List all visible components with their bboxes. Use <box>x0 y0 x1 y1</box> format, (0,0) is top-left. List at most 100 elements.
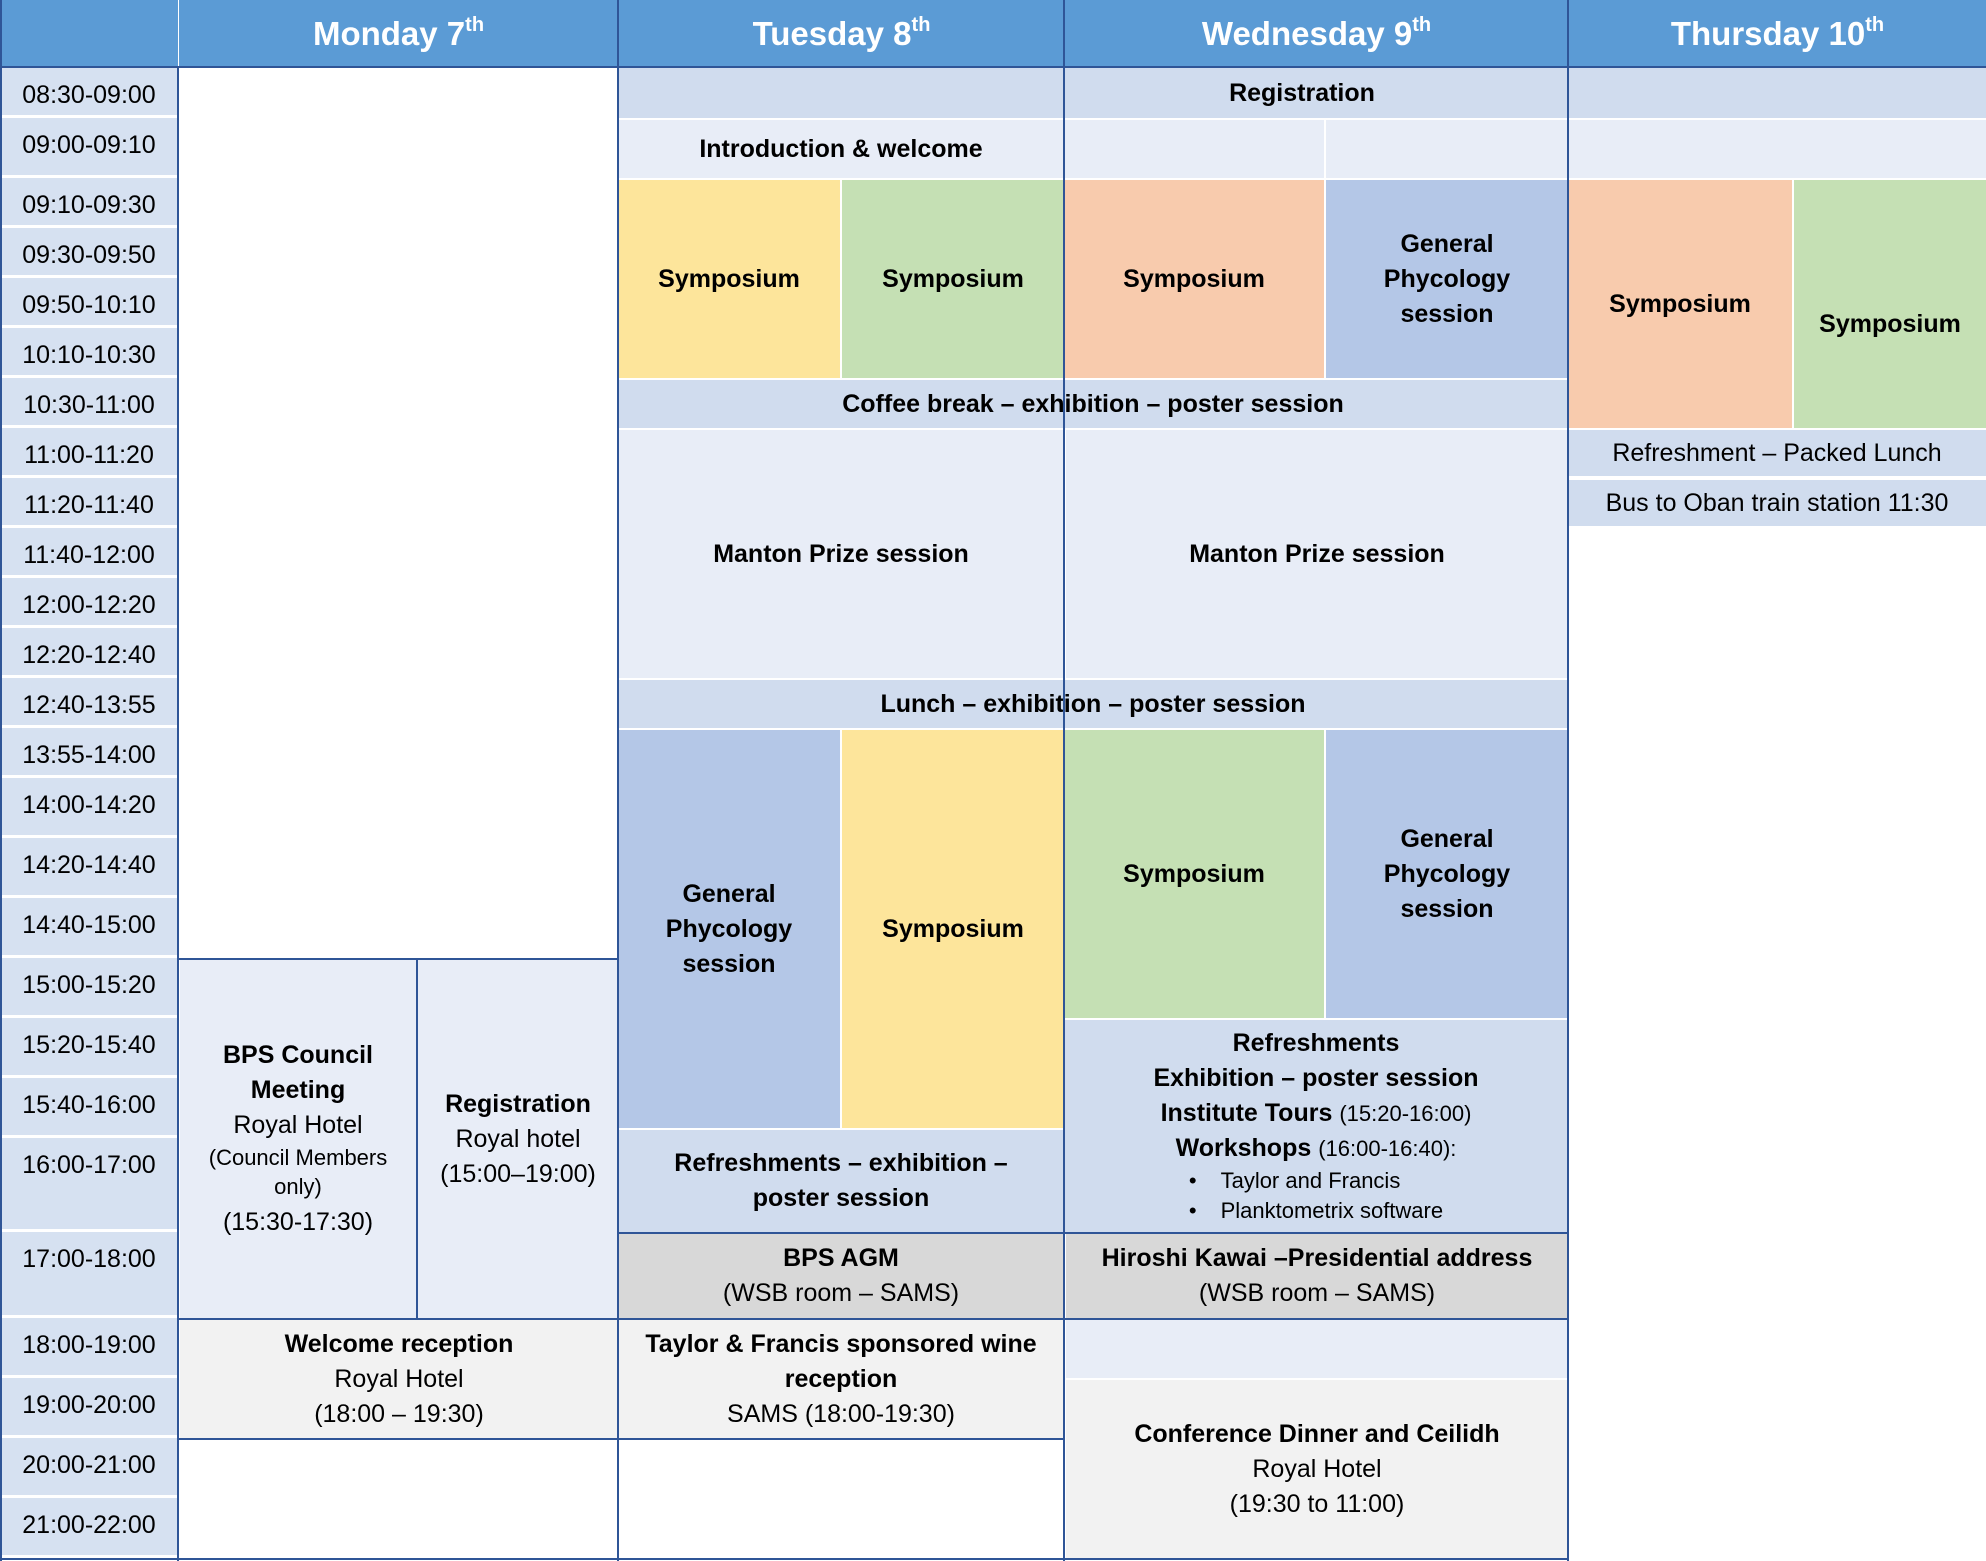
dinner-title: Conference Dinner and Ceilidh <box>1134 1419 1500 1448</box>
grid-line <box>0 0 2 1561</box>
introduction-welcome-label: Introduction & welcome <box>699 134 983 163</box>
cell-separator <box>840 180 842 378</box>
bus-block: Bus to Oban train station 11:30 <box>1568 480 1986 526</box>
time-label: 09:50-10:10 <box>22 291 156 319</box>
time-label: 14:20-14:40 <box>22 851 156 879</box>
grid-line <box>0 66 1986 68</box>
wine-venue: SAMS (18:00-19:30) <box>727 1399 955 1428</box>
welcome-title: Welcome reception <box>284 1329 514 1358</box>
workshops-time: (16:00-16:40): <box>1318 1136 1457 1161</box>
grid-line <box>618 1232 1568 1234</box>
general-phycology-label: General Phycology session <box>665 879 793 978</box>
time-slot: 19:00-20:00 <box>0 1378 178 1438</box>
time-slot: 09:30-09:50 <box>0 228 178 278</box>
bps-agm-block: BPS AGM (WSB room – SAMS) <box>618 1234 1064 1318</box>
time-slot: 11:40-12:00 <box>0 528 178 578</box>
workshop-item: Planktometrix software <box>1189 1196 1444 1226</box>
grid-line <box>178 1438 1064 1440</box>
header-monday-day: Monday 7 <box>312 14 466 52</box>
time-label: 15:40-16:00 <box>22 1091 156 1119</box>
header-wednesday-sup: th <box>1412 13 1432 36</box>
time-label: 10:10-10:30 <box>22 341 156 369</box>
workshop-list: Taylor and Francis Planktometrix softwar… <box>1189 1166 1444 1226</box>
time-label: 18:00-19:00 <box>22 1331 156 1359</box>
grid-line <box>178 958 618 960</box>
time-label: 21:00-22:00 <box>22 1511 156 1539</box>
header-wednesday: Wednesday 9th <box>1064 0 1568 66</box>
grid-line <box>1567 0 1569 1561</box>
presidential-address-block: Hiroshi Kawai –Presidential address (WSB… <box>1066 1234 1568 1318</box>
time-slot: 13:55-14:00 <box>0 728 178 778</box>
time-label: 12:20-12:40 <box>22 641 156 669</box>
time-slot: 09:50-10:10 <box>0 278 178 328</box>
grid-line <box>178 1318 1568 1320</box>
time-slot: 14:20-14:40 <box>0 838 178 898</box>
symposium-label: Symposium <box>1819 309 1961 338</box>
time-slot: 14:40-15:00 <box>0 898 178 958</box>
kawai-venue: (WSB room – SAMS) <box>1198 1279 1436 1307</box>
time-label: 11:00-11:20 <box>24 441 154 469</box>
time-slot: 14:00-14:20 <box>0 778 178 838</box>
empty-slot <box>1568 120 1986 178</box>
header-thursday: Thursday 10th <box>1568 0 1986 66</box>
symposium-label: Symposium <box>1609 289 1751 318</box>
header-thursday-day: Thursday 10 <box>1670 14 1866 52</box>
conference-dinner-block: Conference Dinner and Ceilidh Royal Hote… <box>1066 1380 1568 1558</box>
general-phycology-block: General Phycology session <box>618 730 840 1128</box>
general-phycology-block: General Phycology session <box>1326 180 1568 378</box>
bus-label: Bus to Oban train station 11:30 <box>1605 488 1949 517</box>
time-label: 16:00-17:00 <box>22 1151 156 1179</box>
empty-slot <box>1066 1320 1568 1378</box>
coffee-break-label: Coffee break – exhibition – poster sessi… <box>842 389 1344 418</box>
institute-tours-label: Institute Tours <box>1160 1099 1333 1127</box>
time-slot: 09:00-09:10 <box>0 118 178 178</box>
header-tuesday: Tuesday 8th <box>618 0 1064 66</box>
manton-prize-block: Manton Prize session <box>1066 430 1568 678</box>
cell-separator <box>1324 730 1326 1018</box>
corner-header <box>0 0 178 66</box>
council-note: (Council Members only) <box>208 1145 388 1199</box>
time-slot: 08:30-09:00 <box>0 68 178 118</box>
cell-separator <box>1324 120 1326 378</box>
grid-line <box>617 0 619 1561</box>
time-slot: 20:00-21:00 <box>0 1438 178 1498</box>
symposium-label: Symposium <box>882 914 1024 943</box>
manton-prize-block: Manton Prize session <box>618 430 1064 678</box>
time-slot: 12:00-12:20 <box>0 578 178 628</box>
header-monday-sup: th <box>465 13 485 36</box>
coffee-break-block: Coffee break – exhibition – poster sessi… <box>618 380 1568 428</box>
time-label: 19:00-20:00 <box>22 1391 156 1419</box>
time-slot: 15:40-16:00 <box>0 1078 178 1138</box>
council-title: BPS Council Meeting <box>222 1041 373 1104</box>
grid-line <box>1063 0 1065 1561</box>
time-slot: 12:20-12:40 <box>0 628 178 678</box>
empty-slot <box>1326 120 1568 178</box>
grid-line <box>416 958 418 1320</box>
time-slot: 11:00-11:20 <box>0 428 178 478</box>
symposium-label: Symposium <box>1123 264 1265 293</box>
time-label: 13:55-14:00 <box>22 741 156 769</box>
monday-registration-time: (15:00–19:00) <box>440 1159 596 1188</box>
time-label: 11:20-11:40 <box>24 491 154 519</box>
symposium-block: Symposium <box>1794 180 1986 428</box>
time-label: 14:40-15:00 <box>22 911 156 939</box>
grid-line <box>0 1558 1568 1560</box>
monday-registration-block: Registration Royal hotel (15:00–19:00) <box>418 960 618 1318</box>
wed-refresh-line1: Refreshments <box>1232 1029 1400 1057</box>
agm-title: BPS AGM <box>783 1244 899 1272</box>
lunch-label: Lunch – exhibition – poster session <box>880 689 1306 718</box>
time-slot: 17:00-18:00 <box>0 1232 178 1318</box>
tuesday-refreshments-block: Refreshments – exhibition – poster sessi… <box>618 1130 1064 1232</box>
manton-prize-label: Manton Prize session <box>1189 539 1445 568</box>
time-label: 12:00-12:20 <box>22 591 156 619</box>
time-label: 09:10-09:30 <box>22 191 156 219</box>
symposium-block: Symposium <box>618 180 840 378</box>
header-thursday-sup: th <box>1865 13 1885 36</box>
empty-slot <box>1064 120 1324 178</box>
tuesday-refreshments-label: Refreshments – exhibition – poster sessi… <box>674 1149 1008 1212</box>
time-label: 20:00-21:00 <box>22 1451 156 1479</box>
dinner-time: (19:30 to 11:00) <box>1229 1489 1405 1518</box>
time-slot: 16:00-17:00 <box>0 1138 178 1232</box>
general-phycology-label: General Phycology session <box>1383 229 1511 328</box>
workshop-item: Taylor and Francis <box>1189 1166 1443 1196</box>
